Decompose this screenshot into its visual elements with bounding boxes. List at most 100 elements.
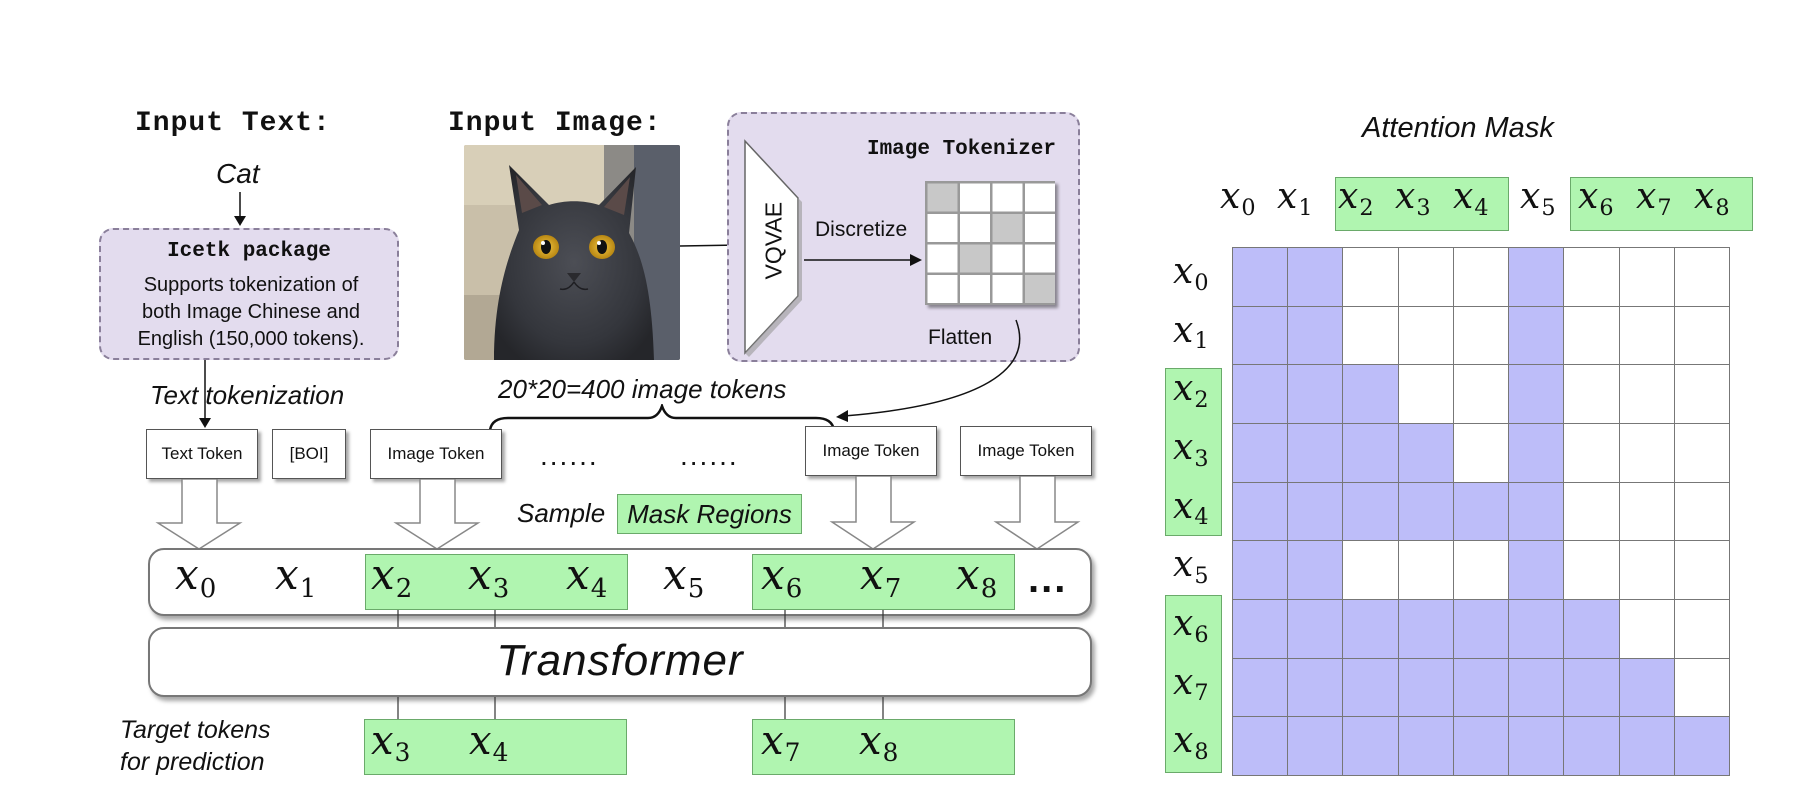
mask-cell (1673, 657, 1730, 718)
mask-cell (1452, 247, 1510, 307)
icetk-title: Icetk package (167, 240, 331, 263)
mask-cell (1287, 540, 1344, 600)
mask-cell (1563, 540, 1620, 600)
mask-cell (1397, 599, 1454, 659)
mask-row-label-x1: x1 (1173, 309, 1209, 355)
sequence-connectors (397, 610, 884, 628)
mask-cell (1397, 364, 1454, 424)
mask-cell (1673, 481, 1730, 542)
mask-cell (1452, 481, 1510, 542)
mask-cell (1232, 657, 1289, 718)
mask-cell (1618, 716, 1675, 776)
flatten-label: Flatten (928, 326, 993, 349)
icetk-package-box: Icetk package Supports tokenization of b… (99, 228, 399, 360)
sequence-token-x7: x7 (860, 550, 902, 604)
header-highlight-x6-x8 (1570, 177, 1753, 231)
mask-cell (1508, 599, 1565, 659)
mask-cell (1287, 657, 1344, 718)
discretize-arrow (804, 254, 922, 266)
tokenizer-grid-cell (1025, 214, 1055, 242)
sequence-token-x8: x8 (956, 550, 998, 604)
image-token-box-3: Image Token (960, 426, 1092, 476)
mask-cell (1342, 305, 1399, 366)
mask-col-label-x4: x4 (1453, 176, 1489, 221)
transformer-label: Transformer (496, 636, 744, 685)
mask-cell (1287, 423, 1344, 483)
sample-label: Sample (517, 498, 606, 528)
mask-region-2 (752, 554, 1015, 610)
image-tokenizer-title: Image Tokenizer (866, 138, 1056, 161)
mask-cell (1563, 657, 1620, 718)
tokenizer-grid (925, 181, 1055, 305)
header-highlight-x2-x4 (1335, 177, 1509, 231)
mask-cell (1673, 364, 1730, 424)
mask-cell (1232, 481, 1289, 542)
mask-cell (1397, 247, 1454, 307)
mask-cell (1618, 305, 1675, 366)
mask-cell (1287, 247, 1344, 307)
mask-cell (1508, 423, 1565, 483)
down-arrow-image-token-3 (993, 476, 1081, 550)
mask-col-label-x2: x2 (1338, 176, 1374, 221)
mask-cell (1342, 423, 1399, 483)
mask-cell (1452, 364, 1510, 424)
text-tokenization-arrow (199, 360, 211, 428)
mask-cell (1287, 305, 1344, 366)
mask-cell (1232, 247, 1289, 307)
mask-cell (1342, 364, 1399, 424)
icetk-description: Supports tokenization of both Image Chin… (137, 274, 365, 350)
tokenizer-grid-cell (992, 244, 1023, 273)
mask-row-label-x8: x8 (1173, 720, 1209, 766)
mask-row-label-x5: x5 (1173, 544, 1209, 590)
text-token-box: Text Token (146, 429, 258, 479)
mask-cell (1342, 599, 1399, 659)
mask-cell (1397, 716, 1454, 776)
sequence-token-x5: x5 (663, 550, 705, 604)
mask-cell (1342, 481, 1399, 542)
image-token-box-2: Image Token (805, 426, 937, 476)
mask-cell (1232, 599, 1289, 659)
mask-cell (1232, 364, 1289, 424)
mask-cell (1452, 305, 1510, 366)
mask-cell (1563, 423, 1620, 483)
mask-col-label-x0: x0 (1220, 176, 1256, 221)
mask-region-1 (365, 554, 628, 610)
mask-cell (1618, 423, 1675, 483)
mask-cell (1508, 540, 1565, 600)
sequence-token-x2: x2 (371, 550, 413, 604)
cat-photo (464, 145, 680, 360)
sequence-token-x3: x3 (468, 550, 510, 604)
tokenizer-grid-cell (1025, 275, 1055, 303)
transformer-block (148, 627, 1092, 697)
sequence-token-x6: x6 (761, 550, 803, 604)
tokenizer-grid-cell (992, 214, 1023, 242)
mask-cell (1673, 716, 1730, 776)
tokenizer-grid-cell (960, 183, 990, 212)
image-token-box-1: Image Token (370, 429, 502, 479)
mask-row-label-x4: x4 (1173, 485, 1209, 531)
mask-cell (1397, 305, 1454, 366)
vqvae-label: VQVAE (760, 201, 787, 280)
mask-cell (1232, 716, 1289, 776)
mask-cell (1673, 305, 1730, 366)
down-arrow-text-token (155, 479, 243, 550)
mask-cell (1563, 305, 1620, 366)
mask-row-label-x3: x3 (1173, 427, 1209, 472)
boi-token-box: [BOI] (272, 429, 346, 479)
mask-cell (1232, 540, 1289, 600)
mask-regions-label: Mask Regions (617, 494, 802, 534)
attention-mask-title: Attention Mask (1362, 112, 1554, 144)
mask-cell (1673, 599, 1730, 659)
input-text-word: Cat (216, 158, 260, 189)
tokenizer-grid-cell (960, 244, 990, 273)
tokenizer-grid-cell (1025, 183, 1055, 212)
mask-col-label-x8: x8 (1694, 176, 1730, 221)
text-tokenization-label: Text tokenization (150, 380, 345, 410)
tokenizer-grid-cell (927, 214, 958, 242)
tokenizer-grid-cell (927, 183, 958, 212)
target-tokens-label-line1: Target tokens (120, 716, 271, 744)
target-group-2: x7 x8 (752, 718, 1015, 775)
ellipsis-1: ...... (540, 440, 599, 471)
